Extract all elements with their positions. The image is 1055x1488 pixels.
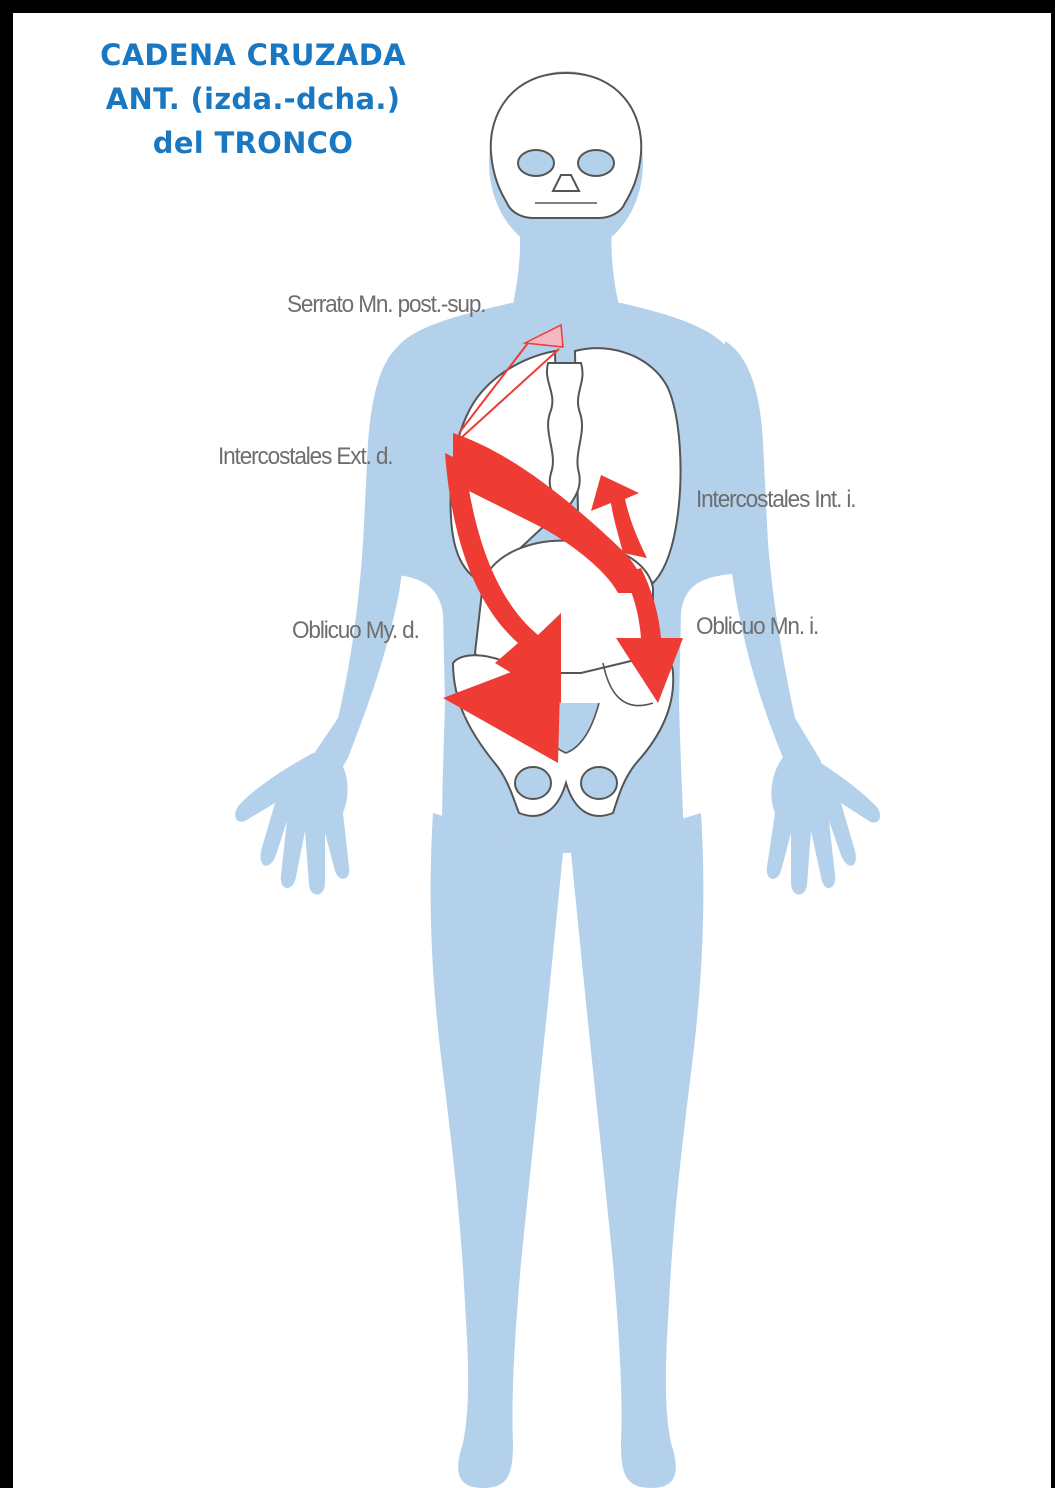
anatomy-diagram (13, 13, 1055, 1488)
label-intercostales-ext: Intercostales Ext. d. (218, 443, 392, 471)
right-hand (767, 751, 880, 895)
label-oblicuo-mn: Oblicuo Mn. i. (696, 613, 818, 641)
title-line-1: CADENA CRUZADA (73, 33, 433, 77)
neck (511, 213, 621, 313)
title-line-3: del TRONCO (73, 121, 433, 165)
diagram-title: CADENA CRUZADA ANT. (izda.-dcha.) del TR… (73, 33, 433, 165)
label-serrato: Serrato Mn. post.-sup. (287, 291, 485, 319)
title-line-2: ANT. (izda.-dcha.) (73, 77, 433, 121)
skull-icon (491, 73, 641, 218)
left-arm (288, 341, 415, 808)
left-leg (431, 813, 563, 1488)
right-leg (571, 813, 703, 1488)
right-arm (718, 341, 821, 803)
label-intercostales-int: Intercostales Int. i. (696, 486, 855, 514)
left-hand (235, 753, 349, 895)
label-oblicuo-my: Oblicuo My. d. (292, 617, 419, 645)
